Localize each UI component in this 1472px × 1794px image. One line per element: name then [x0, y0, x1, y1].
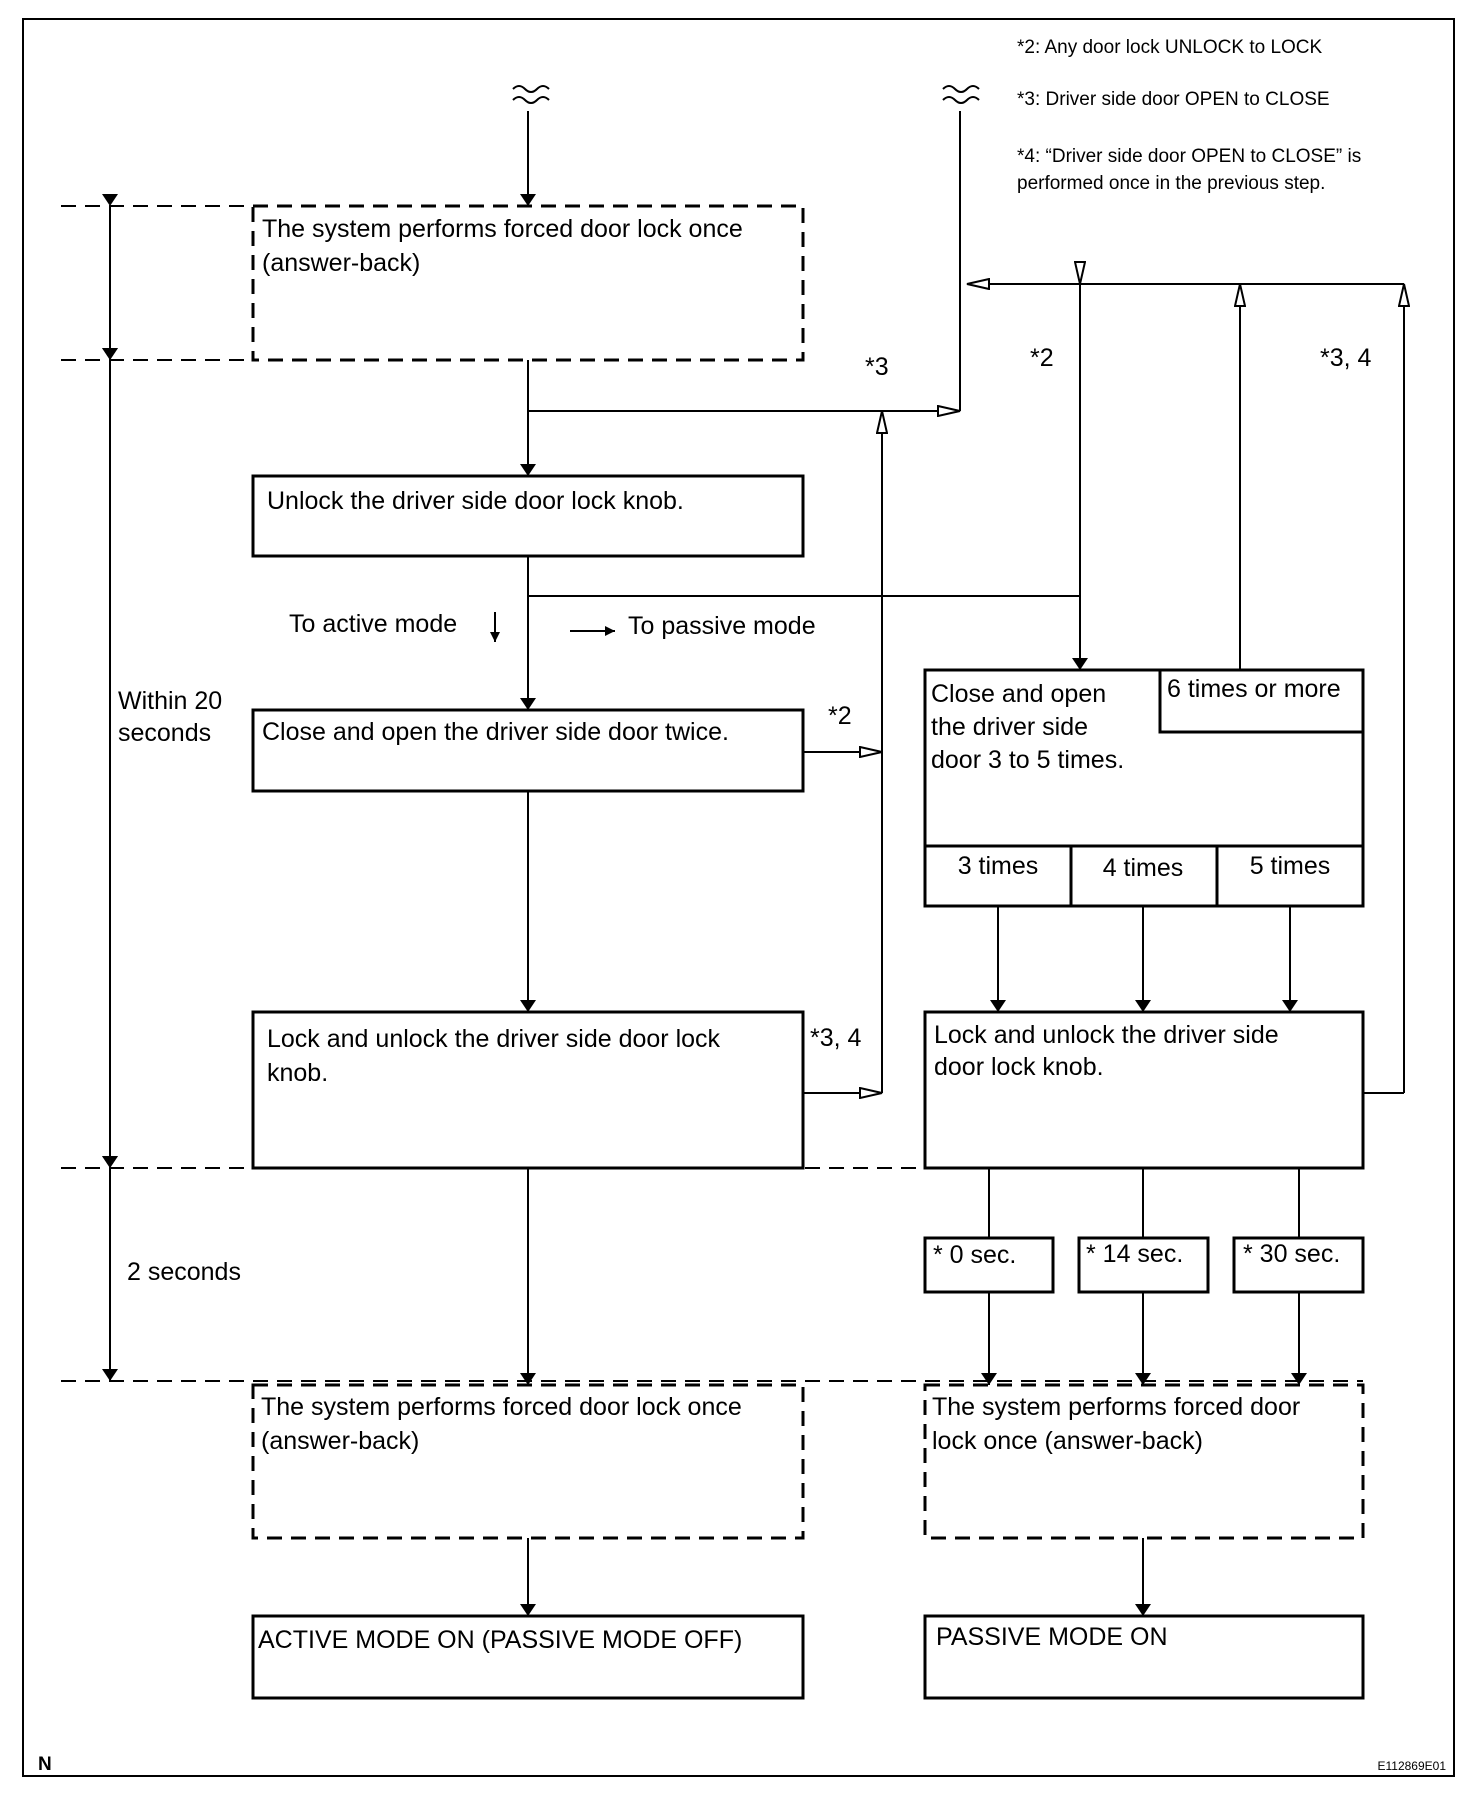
cell-4-times: 4 times [1103, 854, 1184, 882]
label-to-passive-mode: To passive mode [628, 612, 816, 640]
within-20-label-line2: seconds [118, 719, 211, 747]
break-symbol-left [512, 85, 550, 104]
cell-6-times-or-more-text: 6 times or more [1167, 675, 1341, 703]
box-lock-unlock-active-line2: knob. [267, 1059, 328, 1087]
box-delay-14: * 14 sec. [1077, 1236, 1210, 1294]
note-3: *3: Driver side door OPEN to CLOSE [1017, 89, 1330, 110]
box-lock-unlock-passive-line2: door lock knob. [934, 1053, 1104, 1081]
note-2: *2: Any door lock UNLOCK to LOCK [1017, 37, 1323, 58]
box-delay-0: * 0 sec. [923, 1236, 1055, 1294]
box-forced-lock-top-line2: (answer-back) [262, 249, 420, 277]
box-forced-lock-active-line2: (answer-back) [261, 1427, 419, 1455]
figure-code: E112869E01 [1377, 1759, 1446, 1773]
label-star2-top: *2 [1030, 344, 1054, 372]
box-forced-lock-passive-line2: lock once (answer-back) [932, 1427, 1203, 1455]
two-seconds-label: 2 seconds [127, 1258, 241, 1286]
box-lock-unlock-active-line1: Lock and unlock the driver side door loc… [267, 1025, 721, 1053]
legend-notes: *2: Any door lock UNLOCK to LOCK *3: Dri… [1017, 37, 1361, 194]
label-star34-mid: *3, 4 [810, 1024, 862, 1052]
label-star2-mid: *2 [828, 702, 852, 730]
label-star34-top: *3, 4 [1320, 344, 1372, 372]
connector-lines [490, 111, 1404, 1616]
page-frame [22, 18, 1455, 1777]
box-close-open-3-to-5-line3: door 3 to 5 times. [931, 746, 1124, 774]
box-lock-unlock-passive: Lock and unlock the driver side door loc… [923, 1010, 1365, 1170]
box-delay-0-text: * 0 sec. [933, 1241, 1016, 1269]
box-close-open-3-to-5: Close and open the driver side door 3 to… [923, 668, 1365, 908]
box-unlock-knob: Unlock the driver side door lock knob. [251, 474, 805, 558]
label-to-active-mode: To active mode [289, 610, 457, 638]
box-lock-unlock-passive-line1: Lock and unlock the driver side [934, 1021, 1279, 1049]
box-close-open-twice-text: Close and open the driver side door twic… [262, 718, 729, 746]
cell-6-times-or-more: 6 times or more [1158, 668, 1365, 734]
within-20-label-line1: Within 20 [118, 687, 222, 715]
cell-3-times: 3 times [958, 852, 1039, 880]
note-4-line1: *4: “Driver side door OPEN to CLOSE” is [1017, 146, 1361, 167]
note-4-line2: performed once in the previous step. [1017, 173, 1325, 194]
box-active-mode-on: ACTIVE MODE ON (PASSIVE MODE OFF) [251, 1614, 805, 1700]
box-lock-unlock-active: Lock and unlock the driver side door loc… [251, 1010, 805, 1170]
corner-n-mark: N [38, 1754, 52, 1775]
box-forced-lock-active-line1: The system performs forced door lock onc… [261, 1393, 742, 1421]
box-unlock-knob-text: Unlock the driver side door lock knob. [267, 487, 684, 515]
label-star3: *3 [865, 353, 889, 381]
box-active-mode-on-text: ACTIVE MODE ON (PASSIVE MODE OFF) [258, 1626, 742, 1654]
box-forced-lock-passive-line1: The system performs forced door [932, 1393, 1300, 1421]
box-forced-lock-top-line1: The system performs forced door lock onc… [262, 215, 743, 243]
box-forced-lock-active: The system performs forced door lock onc… [251, 1383, 805, 1540]
break-symbol-right [942, 85, 980, 104]
box-close-open-3-to-5-line1: Close and open [931, 680, 1106, 708]
box-close-open-twice: Close and open the driver side door twic… [251, 708, 805, 793]
box-delay-30: * 30 sec. [1232, 1236, 1365, 1294]
box-delay-14-text: * 14 sec. [1086, 1240, 1183, 1268]
box-forced-lock-top: The system performs forced door lock onc… [251, 204, 805, 362]
cell-5-times: 5 times [1250, 852, 1331, 880]
box-forced-lock-passive: The system performs forced door lock onc… [923, 1383, 1365, 1540]
box-delay-30-text: * 30 sec. [1243, 1240, 1340, 1268]
box-passive-mode-on: PASSIVE MODE ON [923, 1614, 1365, 1700]
box-passive-mode-on-text: PASSIVE MODE ON [936, 1623, 1168, 1651]
box-close-open-3-to-5-line2: the driver side [931, 713, 1088, 741]
